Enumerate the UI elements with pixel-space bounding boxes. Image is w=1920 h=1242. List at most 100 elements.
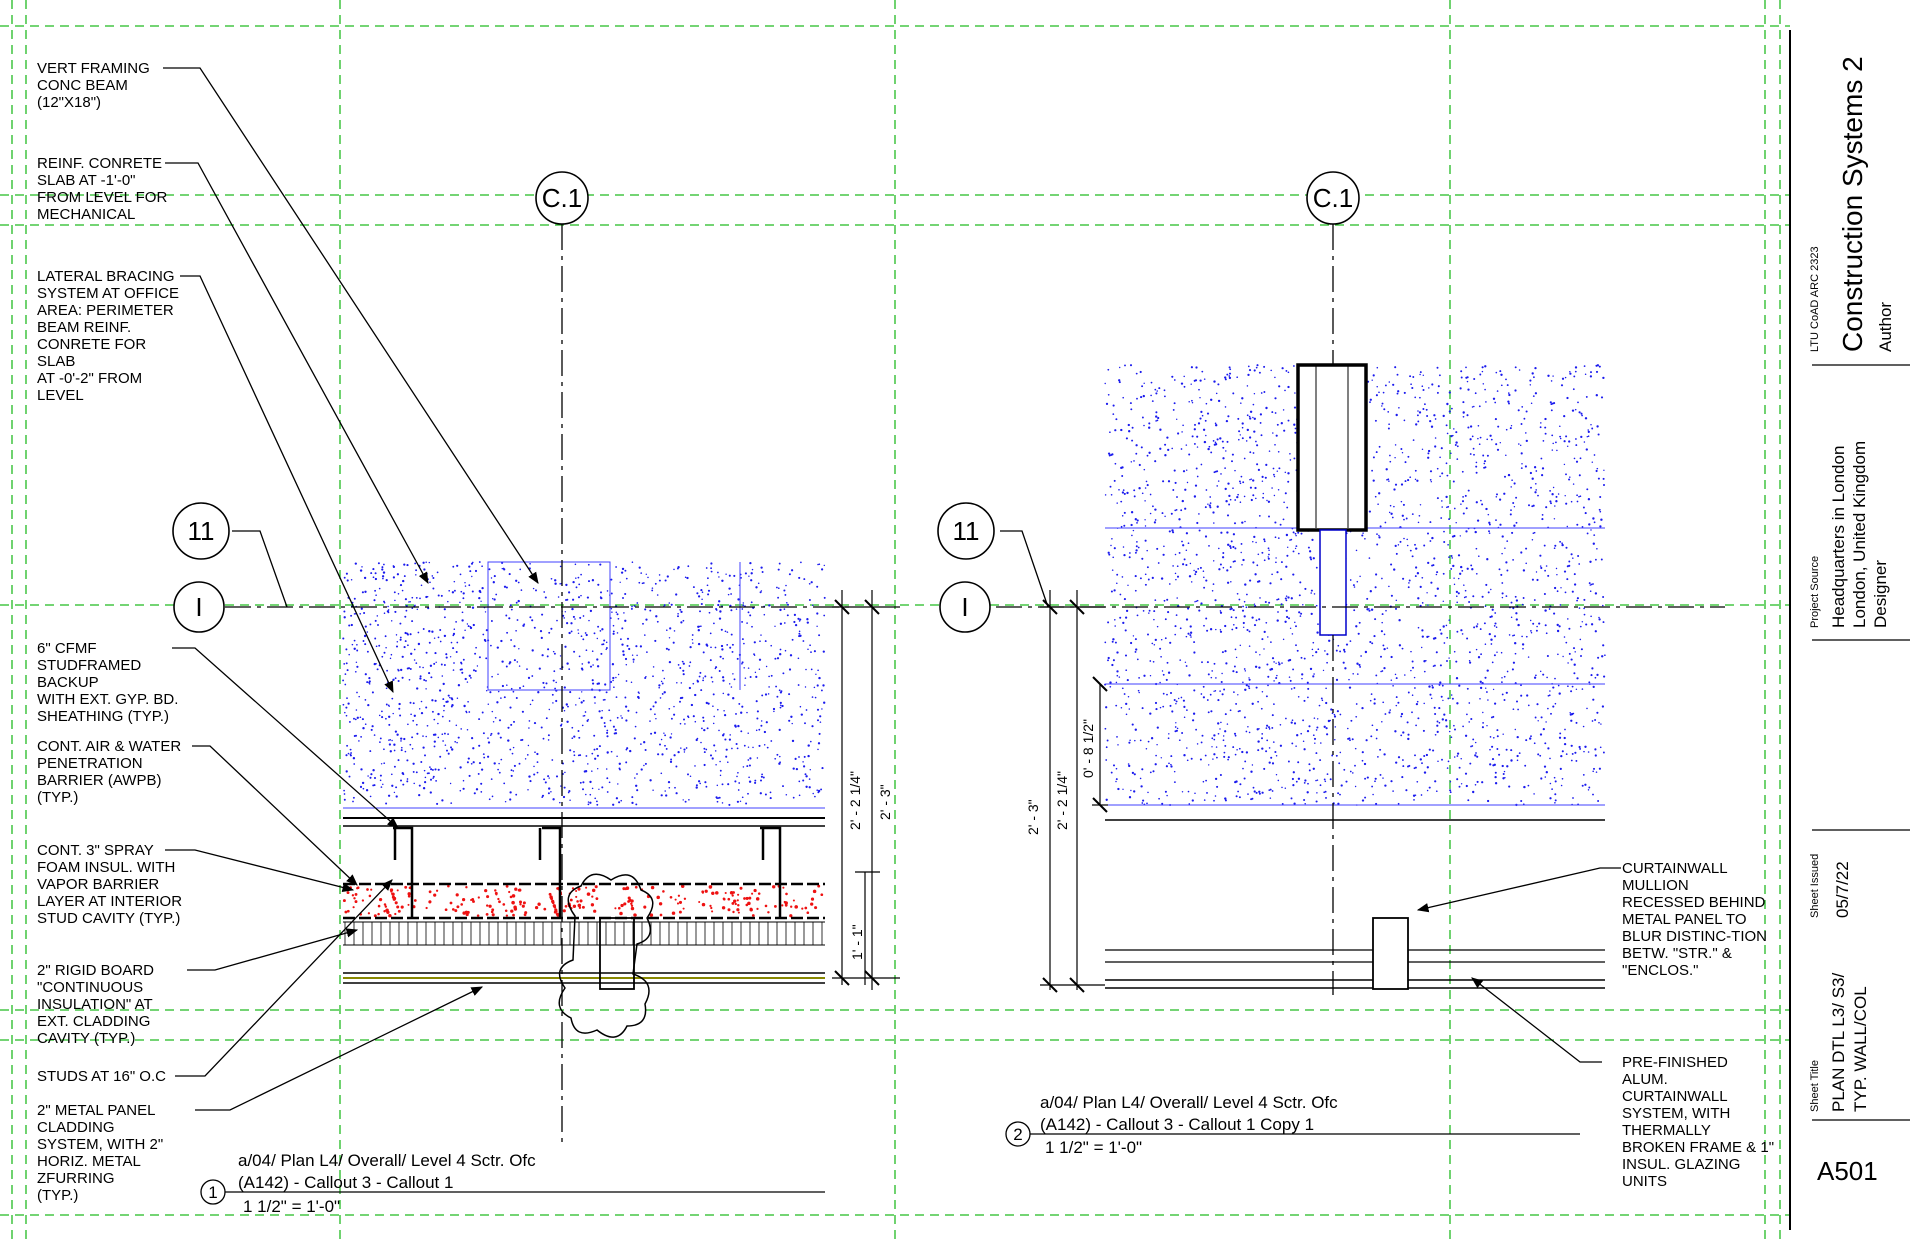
stipple-dot: [640, 572, 643, 574]
stipple-dot: [1127, 695, 1130, 698]
stipple-dot: [1566, 578, 1569, 581]
stipple-dot: [1561, 377, 1565, 380]
stipple-dot: [364, 699, 367, 701]
stipple-dot: [1256, 444, 1259, 447]
stipple-dot: [407, 633, 409, 636]
stipple-dot: [1437, 385, 1440, 388]
stipple-dot: [1116, 736, 1118, 738]
stipple-dot: [1233, 732, 1237, 735]
stipple-dot: [1276, 423, 1279, 426]
stipple-dot: [1433, 414, 1436, 417]
stipple-dot: [358, 695, 360, 698]
stipple-dot: [585, 886, 588, 889]
stipple-dot: [425, 651, 428, 654]
stipple-dot: [430, 768, 433, 771]
stipple-dot: [725, 573, 727, 575]
stipple-dot: [484, 640, 487, 642]
stipple-dot: [493, 575, 496, 578]
stipple-dot: [1423, 702, 1425, 705]
stipple-dot: [1219, 728, 1221, 730]
stipple-dot: [1122, 621, 1125, 625]
stipple-dot: [1448, 657, 1450, 659]
stipple-dot: [1440, 632, 1443, 635]
stipple-dot: [1573, 583, 1577, 586]
stipple-dot: [555, 699, 558, 703]
stipple-dot: [1140, 785, 1143, 788]
stipple-dot: [489, 691, 492, 694]
stipple-dot: [585, 793, 587, 796]
stipple-dot: [351, 894, 355, 897]
stipple-dot: [1401, 776, 1404, 779]
stipple-dot: [432, 733, 436, 736]
stipple-dot: [680, 610, 683, 614]
stipple-dot: [513, 764, 516, 767]
stipple-dot: [409, 633, 412, 636]
stipple-dot: [708, 611, 711, 614]
stipple-dot: [1530, 402, 1533, 405]
stipple-dot: [1535, 489, 1538, 491]
stipple-dot: [373, 662, 376, 666]
stipple-dot: [477, 896, 480, 899]
stipple-dot: [521, 904, 525, 908]
stipple-dot: [1576, 523, 1579, 526]
stipple-dot: [812, 604, 814, 606]
stipple-dot: [1114, 429, 1117, 432]
stipple-dot: [1597, 433, 1600, 436]
stipple-dot: [1433, 664, 1436, 667]
stipple-dot: [588, 619, 590, 622]
stipple-dot: [1547, 747, 1550, 750]
stipple-dot: [1397, 701, 1400, 704]
stipple-dot: [1563, 736, 1566, 740]
stipple-dot: [769, 791, 772, 794]
stipple-dot: [736, 908, 740, 912]
stipple-dot: [608, 781, 611, 784]
stipple-dot: [510, 909, 514, 913]
stipple-dot: [1484, 643, 1487, 645]
stipple-dot: [1599, 525, 1602, 528]
stipple-dot: [1495, 443, 1498, 446]
stipple-dot: [1191, 435, 1194, 438]
stipple-dot: [1295, 780, 1298, 783]
stipple-dot: [1410, 650, 1412, 653]
stipple-dot: [1552, 442, 1554, 445]
stipple-dot: [423, 679, 426, 681]
stipple-dot: [1176, 575, 1180, 578]
stipple-dot: [1482, 383, 1485, 385]
stipple-dot: [1587, 430, 1590, 434]
stipple-dot: [1531, 477, 1534, 480]
stipple-dot: [486, 904, 489, 907]
stipple-dot: [1544, 417, 1547, 421]
stipple-dot: [731, 894, 734, 897]
stipple-dot: [1231, 453, 1234, 456]
stipple-dot: [732, 673, 734, 675]
stipple-dot: [1194, 573, 1197, 576]
stipple-dot: [1538, 622, 1541, 625]
stipple-dot: [1260, 707, 1263, 710]
stipple-dot: [1171, 375, 1174, 378]
stipple-dot: [1490, 438, 1493, 441]
stipple-dot: [1503, 475, 1507, 478]
stipple-dot: [1144, 487, 1147, 489]
stipple-dot: [1174, 509, 1177, 512]
stipple-dot: [760, 634, 762, 636]
stipple-dot: [1591, 461, 1594, 463]
stipple-dot: [591, 888, 596, 893]
stipple-dot: [1509, 427, 1512, 430]
stipple-dot: [1312, 557, 1315, 560]
stipple-dot: [462, 779, 465, 782]
stipple-dot: [388, 743, 392, 746]
stipple-dot: [1152, 770, 1155, 773]
stipple-dot: [665, 747, 668, 750]
stipple-dot: [1501, 681, 1503, 683]
stipple-dot: [1416, 414, 1419, 417]
stipple-dot: [816, 585, 819, 588]
stipple-dot: [354, 670, 357, 673]
stipple-dot: [1104, 641, 1107, 644]
stipple-dot: [1180, 696, 1183, 699]
stipple-dot: [1195, 366, 1198, 369]
stipple-dot: [436, 802, 439, 805]
stipple-dot: [1505, 748, 1508, 751]
stipple-dot: [474, 569, 478, 573]
stipple-dot: [675, 593, 678, 596]
stipple-dot: [1243, 716, 1246, 719]
